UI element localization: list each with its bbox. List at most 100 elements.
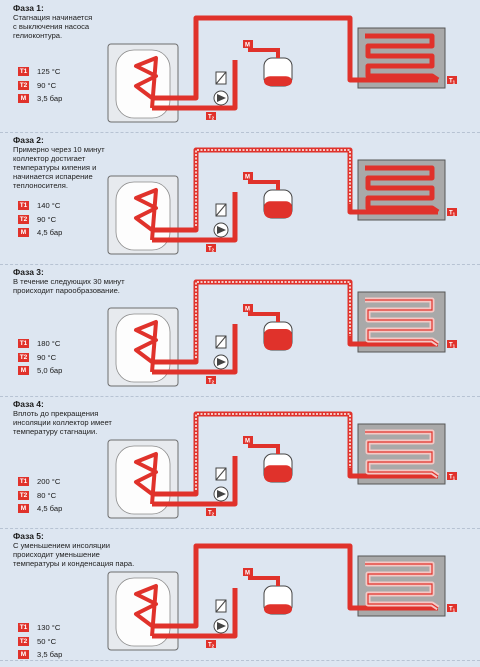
phase-description: С уменьшением инсоляции происходит умень… <box>13 541 135 568</box>
solar-circuit-diagram: M T2 T1 <box>107 543 457 651</box>
m-marker: M <box>243 436 253 444</box>
collector-flow-pipe <box>152 543 438 629</box>
check-valve-icon <box>215 335 227 349</box>
collector-flow-pipe <box>152 279 438 365</box>
parameter-value: 3,5 бар <box>37 94 63 104</box>
pump-icon <box>213 354 229 370</box>
return-pipe <box>152 192 238 243</box>
t1-marker: T1 <box>447 208 457 216</box>
parameter-value: 200 °C <box>37 477 61 486</box>
parameter-badge: T2 <box>18 490 29 500</box>
steam-pipe-overlay <box>195 281 351 358</box>
parameter-row: T2 50 °C <box>18 636 77 647</box>
return-pipe <box>152 324 238 375</box>
parameter-value: 3,5 бар <box>37 650 63 660</box>
parameter-row: T2 90 °C <box>18 214 77 225</box>
tank-coil <box>134 584 158 637</box>
m-marker: M <box>243 304 253 312</box>
solar-circuit-diagram: M T2 T1 <box>107 279 457 387</box>
expansion-vessel-icon <box>263 321 293 351</box>
m-marker: M <box>243 568 253 576</box>
svg-text:T1: T1 <box>449 606 456 612</box>
parameter-badge: T2 <box>18 636 29 646</box>
parameter-badge: T1 <box>18 201 29 210</box>
phase-title: Фаза 1: <box>13 3 44 13</box>
parameter-row: T1 130 °C <box>18 622 77 633</box>
parameter-badge: T1 <box>18 477 29 486</box>
parameter-badge: M <box>18 94 29 104</box>
pump-icon <box>213 486 229 502</box>
svg-text:T2: T2 <box>208 114 215 120</box>
parameter-value: 140 °C <box>37 201 61 210</box>
t1-marker: T1 <box>447 76 457 84</box>
pump-icon <box>213 222 229 238</box>
tank-coil <box>134 56 158 109</box>
svg-text:M: M <box>245 174 250 180</box>
check-valve-icon <box>215 467 227 481</box>
svg-text:T2: T2 <box>208 246 215 252</box>
phase-title: Фаза 4: <box>13 399 44 409</box>
svg-text:T2: T2 <box>208 642 215 648</box>
phase-description: Вплоть до прекращения инсоляции коллекто… <box>13 409 112 436</box>
parameter-row: M 3,5 бар <box>18 93 77 104</box>
t1-marker: T1 <box>447 604 457 612</box>
parameter-value: 90 °C <box>37 352 57 362</box>
t1-marker: T1 <box>447 340 457 348</box>
m-marker: M <box>243 172 253 180</box>
expansion-vessel-icon <box>263 453 293 483</box>
parameter-badge: M <box>18 504 29 514</box>
phase-2: Фаза 2:Примерно через 10 минут коллектор… <box>0 132 480 265</box>
tank-coil <box>134 452 158 505</box>
parameter-badge: T2 <box>18 80 29 90</box>
m-marker: M <box>243 40 253 48</box>
return-pipe <box>152 456 238 507</box>
expansion-vessel-icon <box>263 57 293 87</box>
parameter-value: 90 °C <box>37 80 57 90</box>
phase-title: Фаза 5: <box>13 531 44 541</box>
svg-text:T2: T2 <box>208 510 215 516</box>
parameter-badge: M <box>18 228 29 238</box>
parameter-value: 50 °C <box>37 636 57 646</box>
svg-text:T2: T2 <box>208 378 215 384</box>
tank-coil <box>134 320 158 373</box>
t2-marker: T2 <box>206 508 216 516</box>
parameter-row: T1 200 °C <box>18 476 77 487</box>
collector-flow-pipe <box>152 411 438 497</box>
solar-circuit-diagram: M T2 T1 <box>107 147 457 255</box>
parameter-value: 130 °C <box>37 623 61 632</box>
svg-text:M: M <box>245 570 250 576</box>
phase-description: Примерно через 10 минут коллектор достиг… <box>13 145 105 190</box>
parameter-value: 5,0 бар <box>37 366 63 376</box>
collector-steam-outline <box>365 299 439 345</box>
parameter-value: 90 °C <box>37 214 57 224</box>
check-valve-icon <box>215 599 227 613</box>
parameter-badge: T1 <box>18 623 29 632</box>
t1-marker: T1 <box>447 472 457 480</box>
parameter-badge: T1 <box>18 67 29 76</box>
collector-flow-pipe <box>152 147 438 233</box>
expansion-vessel-icon <box>263 585 293 615</box>
check-valve-icon <box>215 71 227 85</box>
phase-1: Фаза 1:Стагнация начинается с выключения… <box>0 0 480 133</box>
svg-text:M: M <box>245 438 250 444</box>
parameter-value: 180 °C <box>37 339 61 348</box>
svg-text:T1: T1 <box>449 78 456 84</box>
return-pipe <box>152 60 238 111</box>
svg-text:T1: T1 <box>449 210 456 216</box>
parameter-badge: T2 <box>18 214 29 224</box>
parameter-row: T1 140 °C <box>18 200 77 211</box>
phase-description: В течение следующих 30 минут происходит … <box>13 277 125 295</box>
svg-text:T1: T1 <box>449 342 456 348</box>
